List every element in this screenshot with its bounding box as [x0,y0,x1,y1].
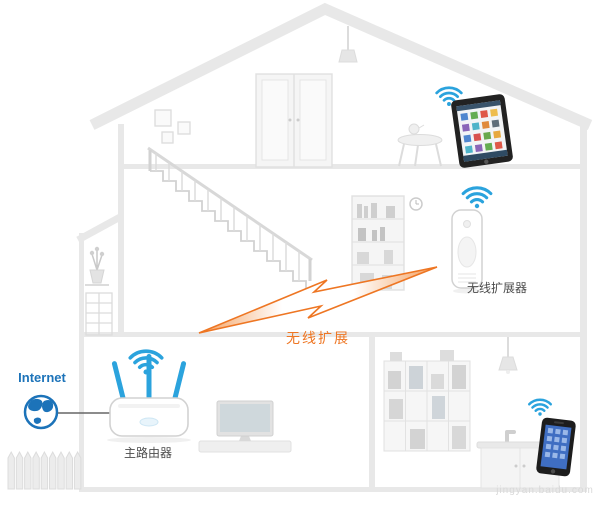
ceiling-lamp-attic [338,26,358,63]
tv-unit [198,400,292,453]
roof [89,2,593,131]
router-label: 主路由器 [124,445,172,460]
phone-home-button [550,469,556,474]
side-table [397,123,443,167]
globe-icon [23,394,59,430]
right-wall [580,124,587,492]
pendant-lamp [498,337,518,374]
phone-app-grid [544,427,569,460]
wifi-icon-extender [461,186,493,210]
tablet [451,94,513,168]
cube-shelf [383,350,471,452]
smartphone [536,417,576,477]
tablet-home-button [484,159,489,164]
range-extender-device [451,209,483,294]
wireless-extension-bolt [198,266,438,334]
wall-frames [154,109,191,144]
left-upper-wall [118,124,124,337]
tablet-app-grid [460,108,503,154]
trellis [85,292,113,336]
stairs-handrail [147,146,313,262]
ground-ceiling-line [84,332,580,337]
attic-floor-line [118,164,583,169]
wardrobe [255,73,333,168]
staircase [147,146,313,289]
internet-label: Internet [18,370,66,385]
main-router-device [107,354,191,443]
lean-to-roof [76,212,124,244]
left-lower-wall [79,233,84,492]
wall-plant [85,246,109,286]
divider-wall [369,337,375,487]
fence [7,450,82,490]
floor-line [79,487,587,492]
wall-clock [409,197,423,211]
wifi-icon-router [128,349,164,377]
stairs-balusters [155,153,300,281]
house-structure [76,2,593,492]
watermark: jingyan.baidu.com [495,485,594,496]
extension-label: 无线扩展 [286,330,350,346]
wifi-icon-phone [527,398,553,417]
extender-label: 无线扩展器 [467,281,527,295]
